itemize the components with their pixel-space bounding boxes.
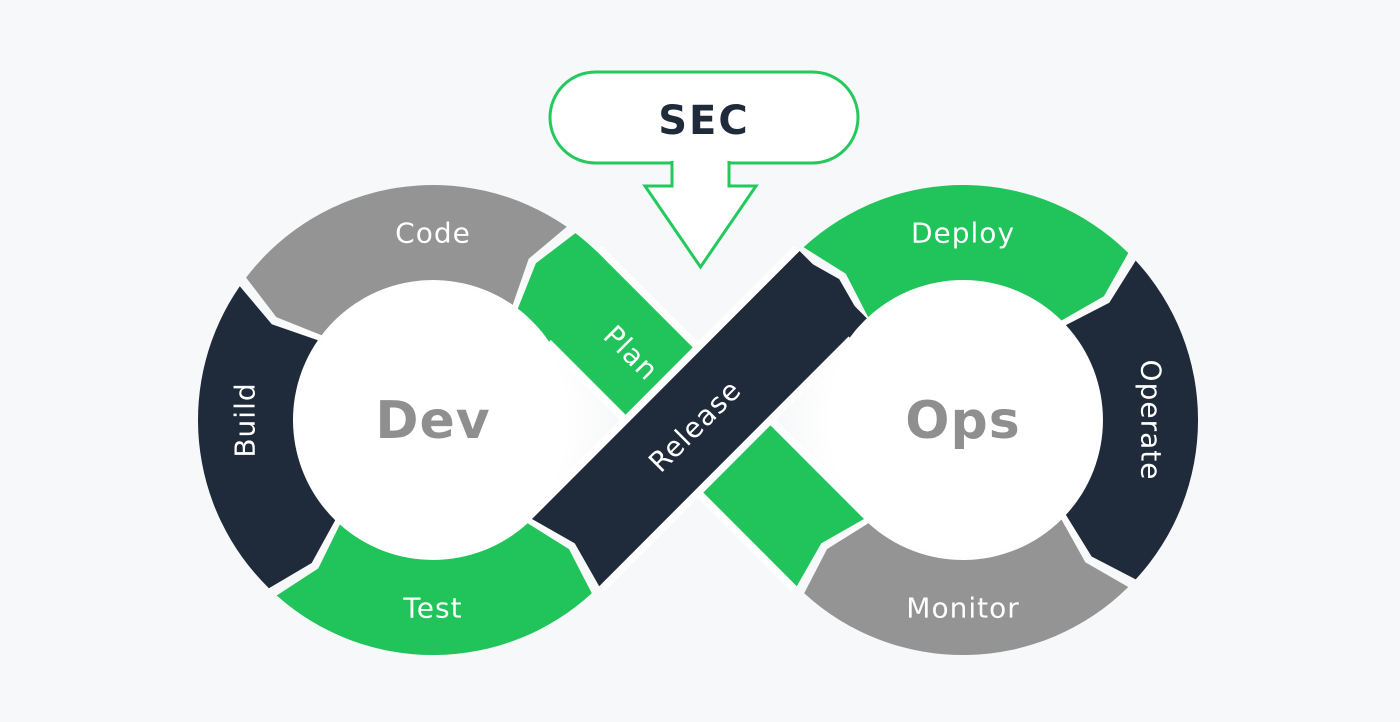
left-loop-ring [198,185,592,656]
segment-build-label: Build [229,382,262,457]
segment-plan [517,233,628,342]
sec-callout-label: SEC [658,98,750,144]
segment-release [772,254,864,338]
infinity-loops: CodeBuildTestPlanDeployOperateMonitorRel… [198,185,1199,656]
segment-test-label: Test [402,592,462,625]
segment-monitor-label: Monitor [906,592,1019,625]
segment-test [276,523,592,656]
segment-code-label: Code [395,217,471,250]
segment-monitor [804,519,1129,656]
sec-callout-arrow-icon [642,161,759,270]
right-loop-ring [803,185,1199,656]
segment-deploy [803,185,1129,321]
ops-label: Ops [905,391,1020,451]
right-loop-inner-glow [778,235,1148,605]
band-release [526,245,873,592]
segment-operate [1065,260,1199,580]
dev-label: Dev [375,391,490,451]
band-release-strip [532,251,867,587]
segment-build [198,286,336,589]
left-loop-inner-glow [248,235,618,605]
segment-deploy-label: Deploy [911,217,1015,250]
segment-operate-label: Operate [1135,360,1168,481]
segment-code [246,185,567,336]
sec-callout: SEC [548,70,860,270]
